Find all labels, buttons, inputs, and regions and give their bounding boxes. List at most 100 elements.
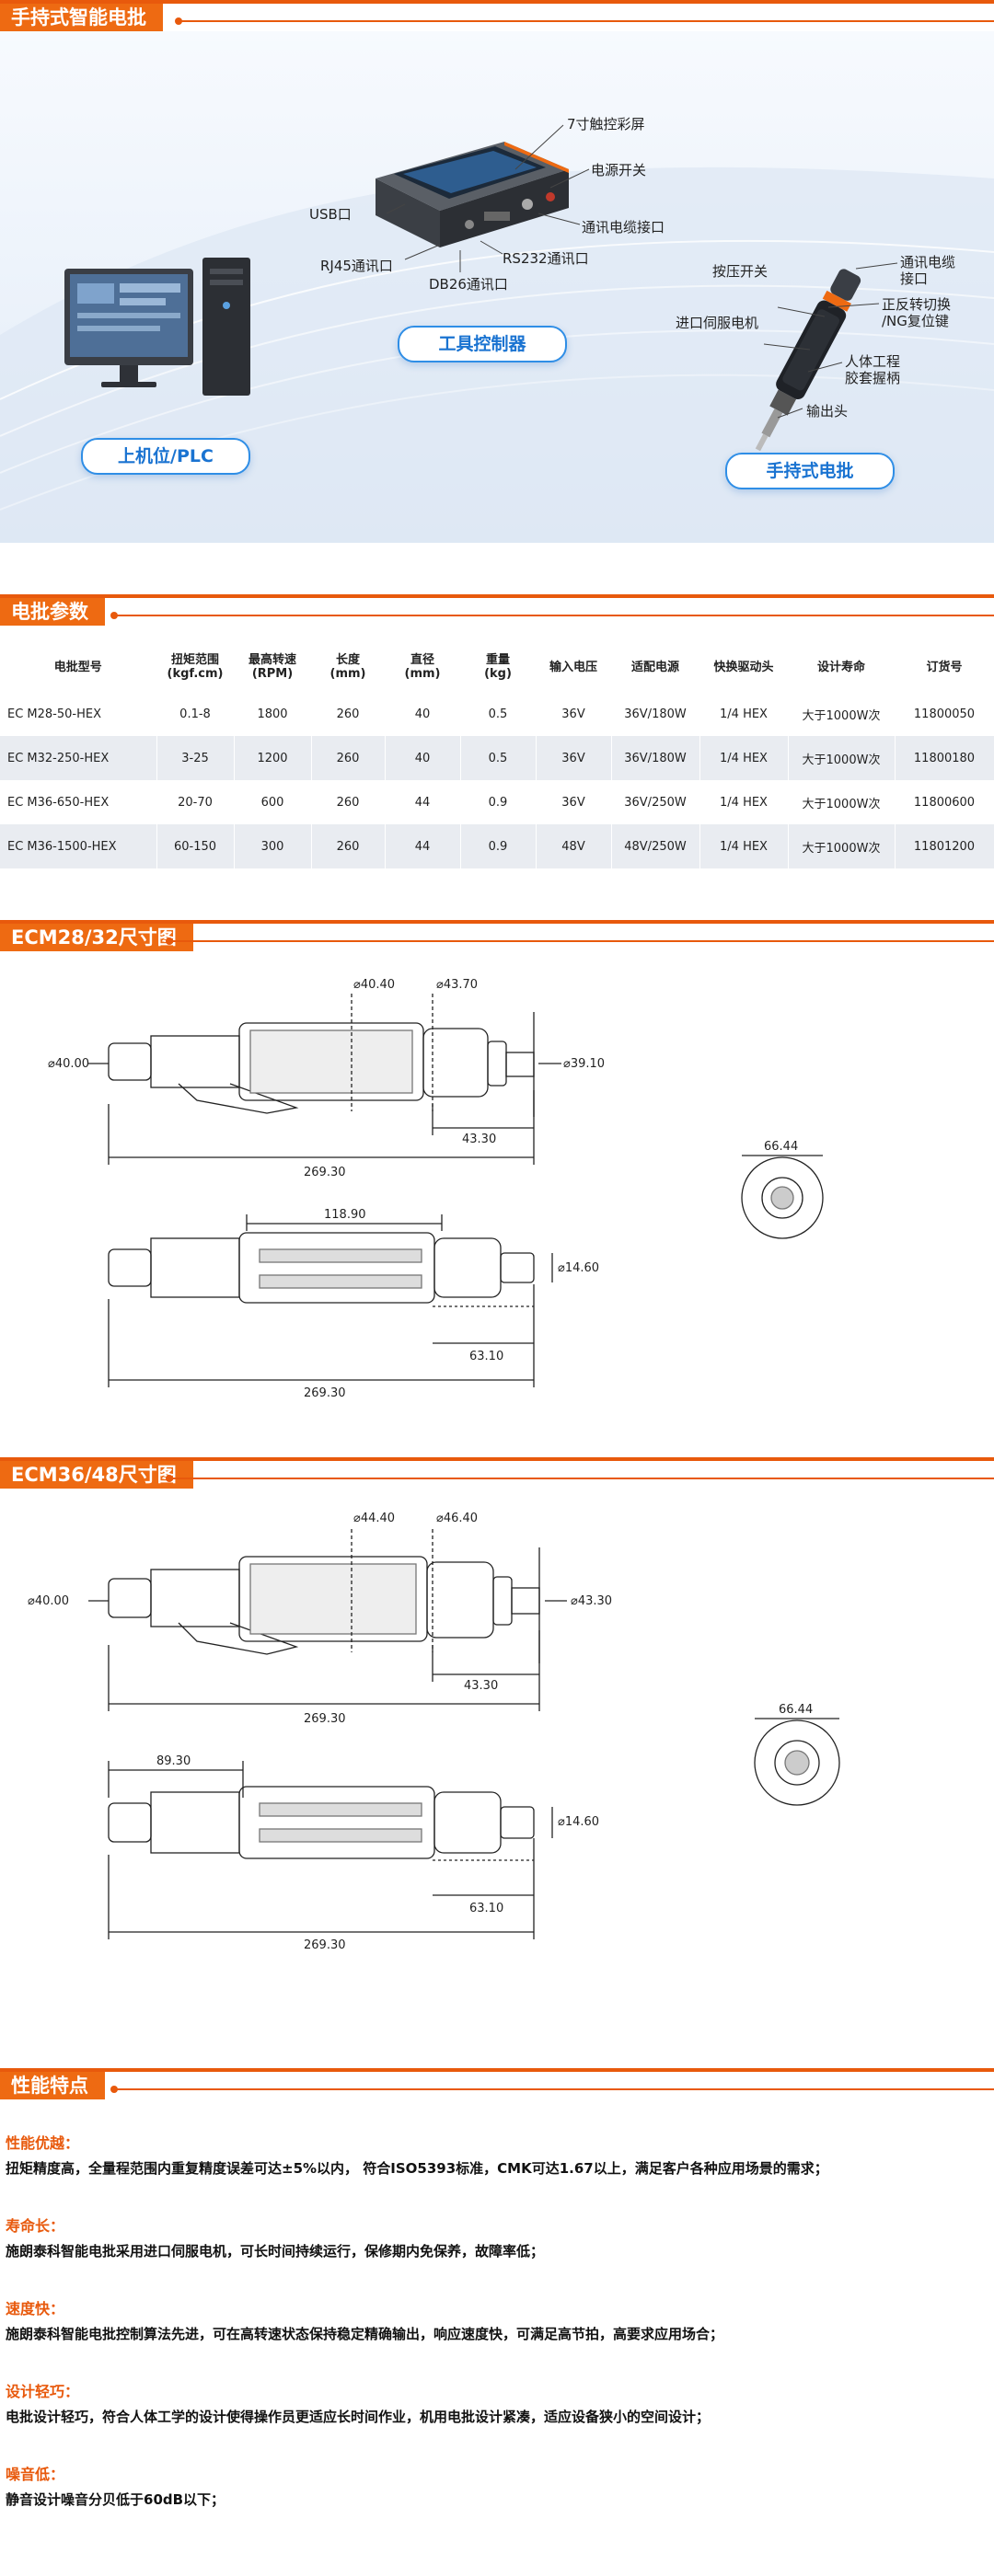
- feature-body: 施朗泰科智能电批采用进口伺服电机，可长时间持续运行，保修期内免保养，故障率低；: [6, 2243, 545, 2260]
- dimension-drawing-ecm28-32: ⌀40.40 ⌀43.70 ⌀40.00 ⌀39.10 43.30 269.30…: [48, 978, 824, 1400]
- pill-handheld-driver: 手持式电批: [725, 453, 895, 489]
- dimension-drawing-ecm36-48: ⌀44.40 ⌀46.40 ⌀40.00 ⌀43.30 43.30 269.30…: [28, 1512, 840, 1952]
- header-label: 快换驱动头: [713, 660, 774, 674]
- header-unit: (RPM): [251, 667, 294, 681]
- callout-rs232-port: RS232通讯口: [503, 250, 589, 267]
- header-label: 电批型号: [53, 660, 102, 674]
- feature-title: 性能优越：: [6, 2134, 80, 2152]
- dim2-total-length-bottom: 269.30: [304, 1938, 346, 1952]
- table-cell: EC M32-250-HEX: [0, 736, 157, 780]
- dim1-bit-diameter: ⌀14.60: [558, 1261, 599, 1275]
- header-label: 长度: [335, 653, 360, 667]
- section-header-features: 性能特点: [0, 2068, 994, 2099]
- callout-direction-switch-line1: 正反转切换: [882, 296, 952, 313]
- table-cell: 36V: [536, 780, 612, 824]
- callout-cable-line1: 通讯电缆: [900, 254, 956, 270]
- table-cell: 44: [385, 824, 461, 868]
- section-title: ECM28/32尺寸图: [0, 924, 193, 951]
- callout-usb-port: USB口: [309, 206, 352, 223]
- table-header-cell: 长度(mm): [311, 638, 386, 692]
- table-cell: 大于1000W次: [788, 736, 896, 780]
- table-cell: 1/4 HEX: [699, 692, 789, 736]
- callout-db26-port: DB26通讯口: [429, 276, 508, 293]
- parameter-table: 电批型号扭矩范围(kgf.cm)最高转速(RPM)长度(mm)直径(mm)重量(…: [0, 638, 994, 868]
- header-label: 适配电源: [630, 660, 679, 674]
- table-cell: 36V: [536, 736, 612, 780]
- table-cell: 1/4 HEX: [699, 780, 789, 824]
- table-cell: EC M28-50-HEX: [0, 692, 157, 736]
- dim2-rear-length: 63.10: [469, 1902, 503, 1915]
- pill-host-plc: 上机位/PLC: [81, 438, 250, 475]
- dim2-end-width: 66.44: [779, 1703, 813, 1717]
- table-cell: EC M36-650-HEX: [0, 780, 157, 824]
- host-computer-illustration: [64, 258, 250, 396]
- dim1-total-length: 269.30: [304, 1166, 346, 1179]
- table-header-cell: 重量(kg): [460, 638, 537, 692]
- table-cell: 44: [385, 780, 461, 824]
- table-cell: 300: [234, 824, 312, 868]
- table-cell: 0.5: [460, 692, 537, 736]
- dim1-front-diameter: ⌀40.00: [48, 1057, 89, 1071]
- table-cell: 0.9: [460, 780, 537, 824]
- table-cell: 11800600: [895, 780, 994, 824]
- dim1-end-width: 66.44: [764, 1140, 798, 1154]
- header-label: 订货号: [926, 660, 963, 674]
- header-label: 设计寿命: [816, 660, 865, 674]
- table-header-cell: 直径(mm): [385, 638, 461, 692]
- dim1-total-length-bottom: 269.30: [304, 1386, 346, 1400]
- table-cell: 大于1000W次: [788, 780, 896, 824]
- dim1-tail-length: 43.30: [462, 1133, 496, 1146]
- table-header-row: 电批型号扭矩范围(kgf.cm)最高转速(RPM)长度(mm)直径(mm)重量(…: [0, 638, 994, 692]
- dim1-rear-length: 63.10: [469, 1350, 503, 1363]
- header-unit: (mm): [404, 667, 441, 681]
- table-cell: 1200: [234, 736, 312, 780]
- table-cell: 3-25: [156, 736, 235, 780]
- table-cell: 11801200: [895, 824, 994, 868]
- table-header-cell: 快换驱动头: [699, 638, 789, 692]
- table-cell: 260: [311, 824, 386, 868]
- header-unit: (mm): [329, 667, 366, 681]
- dim2-grip-length: 89.30: [156, 1754, 191, 1768]
- table-header-cell: 电批型号: [0, 638, 157, 692]
- section-title: 手持式智能电批: [0, 4, 163, 31]
- section-title: ECM36/48尺寸图: [0, 1461, 193, 1489]
- callout-power-switch: 电源开关: [591, 162, 647, 178]
- table-cell: 36V/180W: [611, 692, 700, 736]
- dim1-mid-diameter: ⌀40.40: [353, 978, 395, 992]
- table-cell: 36V/180W: [611, 736, 700, 780]
- table-header-cell: 设计寿命: [788, 638, 896, 692]
- feature-title: 设计轻巧：: [6, 2383, 80, 2400]
- dim1-grip-length: 118.90: [324, 1208, 366, 1222]
- callout-rj45-port: RJ45通讯口: [320, 258, 393, 274]
- table-header-cell: 扭矩范围(kgf.cm): [156, 638, 235, 692]
- table-header-cell: 输入电压: [536, 638, 612, 692]
- table-cell: 0.9: [460, 824, 537, 868]
- section-title: 性能特点: [0, 2072, 105, 2099]
- table-cell: 40: [385, 692, 461, 736]
- table-cell: 48V: [536, 824, 612, 868]
- callout-direction-switch-line2: /NG复位键: [882, 313, 949, 329]
- header-label: 扭矩范围: [170, 653, 219, 667]
- header-label: 重量: [485, 653, 510, 667]
- callout-servo-motor: 进口伺服电机: [676, 315, 759, 331]
- table-cell: 11800050: [895, 692, 994, 736]
- table-cell: 0.5: [460, 736, 537, 780]
- section-header-dim1: ECM28/32尺寸图: [0, 920, 994, 951]
- dim1-tail-diameter: ⌀39.10: [563, 1057, 605, 1071]
- table-cell: 大于1000W次: [788, 692, 896, 736]
- feature-body: 施朗泰科智能电批控制算法先进，可在高转速状态保持稳定精确输出，响应速度快，可满足…: [6, 2326, 724, 2342]
- table-cell: 大于1000W次: [788, 824, 896, 868]
- section-header-params: 电批参数: [0, 594, 994, 626]
- hero-illustration: 7寸触控彩屏 电源开关 通讯电缆接口 USB口 RS232通讯口 RJ45通讯口…: [0, 31, 994, 543]
- table-cell: 40: [385, 736, 461, 780]
- header-label: 直径: [410, 653, 434, 667]
- feature-body: 扭矩精度高，全量程范围内重复精度误差可达±5%以内， 符合ISO5393标准，C…: [6, 2160, 828, 2177]
- dim2-total-length: 269.30: [304, 1712, 346, 1726]
- section-header-dim2: ECM36/48尺寸图: [0, 1457, 994, 1489]
- table-cell: 36V/250W: [611, 780, 700, 824]
- pill-tool-controller: 工具控制器: [398, 326, 567, 362]
